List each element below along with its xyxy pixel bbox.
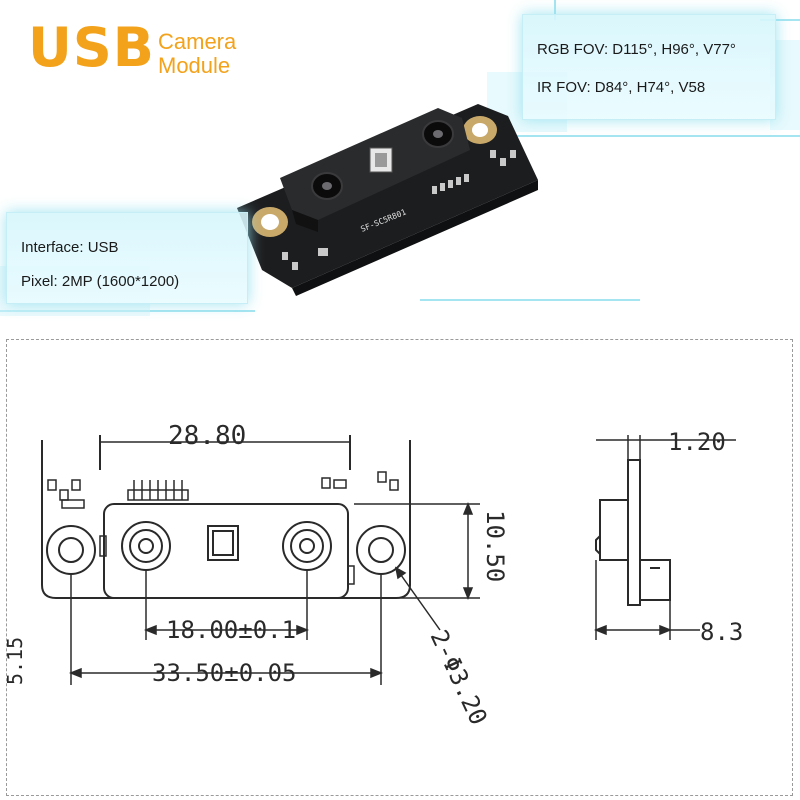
smd-outline	[321, 477, 331, 489]
ir-emitter-outline	[207, 525, 239, 561]
dim-label-side-thickness: 1.20	[668, 428, 726, 456]
pixel-text: Pixel: 2MP (1600*1200)	[21, 273, 180, 290]
mount-hole-right-outline	[356, 525, 406, 575]
arrowhead	[394, 566, 407, 580]
smd-outline	[47, 479, 57, 491]
ir-emitter-window-outline	[212, 530, 234, 556]
side-tab	[99, 535, 107, 557]
brand-subtitle: Camera Module	[158, 30, 236, 78]
smd-component	[292, 262, 298, 270]
smd-outline	[59, 489, 69, 501]
rgb-lens-core	[138, 538, 154, 554]
arrowhead	[296, 624, 310, 636]
smd-outline	[389, 479, 399, 491]
smd-outline	[333, 479, 347, 489]
mechanical-drawing: 28.80 18.00±0.1 33.50±0.05 10.50 2-Φ3.20…	[3, 421, 743, 730]
ir-lens-glass	[433, 130, 443, 138]
smd-component	[440, 183, 445, 191]
subtitle-line-2: Module	[158, 53, 231, 78]
smd-component	[500, 158, 506, 166]
lens-housing-outline	[103, 503, 349, 599]
smd-component	[432, 186, 437, 194]
rgb-fov-text: RGB FOV: D115°, H96°, V77°	[537, 41, 736, 58]
side-tab	[347, 565, 355, 585]
smd-component	[464, 174, 469, 182]
smd-component	[318, 248, 328, 256]
arrowhead	[143, 624, 157, 636]
smd-outline	[377, 471, 387, 483]
brand-title: USB	[28, 16, 155, 79]
arrowhead	[68, 667, 82, 679]
interface-spec-box: Interface: USB Pixel: 2MP (1600*1200)	[6, 212, 248, 304]
mount-hole-left-outline	[46, 525, 96, 575]
smd-component	[510, 150, 516, 158]
smd-component	[490, 150, 496, 158]
smd-component	[282, 252, 288, 260]
dim-label-lens-spacing: 18.00±0.1	[166, 616, 296, 644]
arrowhead	[462, 587, 474, 601]
interface-text: Interface: USB	[21, 239, 119, 256]
dim-label-hole-diameter: 2-Φ3.20	[425, 626, 493, 730]
subtitle-line-1: Camera	[158, 29, 237, 54]
camera-module-photo: SF-SC5R801	[237, 104, 538, 296]
ir-lens-core	[299, 538, 315, 554]
smd-outline	[71, 479, 81, 491]
mount-hole-left-inner	[58, 537, 84, 563]
ir-lens-inner	[290, 529, 324, 563]
arrowhead	[659, 624, 673, 636]
pcb-edge	[292, 180, 538, 296]
side-connector	[639, 559, 671, 601]
mount-hole-right-center	[472, 123, 488, 137]
smd-component	[456, 177, 461, 185]
side-pcb	[627, 459, 641, 606]
smd-outline	[61, 499, 85, 509]
rgb-ir-spec-box: RGB FOV: D115°, H96°, V77° IR FOV: D84°,…	[522, 14, 776, 120]
arrowhead	[462, 501, 474, 515]
ir-emitter-window	[375, 153, 387, 167]
ir-fov-text: IR FOV: D84°, H74°, V58	[537, 79, 706, 96]
leader-line	[395, 567, 441, 631]
board-outline	[41, 440, 411, 599]
mount-hole-right-inner	[368, 537, 394, 563]
mechanical-drawing-frame	[6, 339, 793, 796]
dim-label-hole-spacing: 33.50±0.05	[152, 659, 297, 687]
arrowhead	[370, 667, 384, 679]
rgb-lens-glass	[322, 182, 332, 190]
mount-hole-left-center	[261, 214, 279, 230]
dim-label-height: 10.50	[481, 510, 509, 582]
side-housing	[599, 499, 629, 561]
smd-component	[448, 180, 453, 188]
dim-label-top: 28.80	[168, 421, 246, 451]
rgb-lens-inner	[129, 529, 163, 563]
side-lens-bump	[595, 533, 601, 557]
dim-label-left-cut: 5.15	[3, 637, 27, 685]
lens-housing-side	[292, 210, 318, 232]
dim-label-side-depth: 8.3	[700, 618, 743, 646]
arrowhead	[593, 624, 607, 636]
